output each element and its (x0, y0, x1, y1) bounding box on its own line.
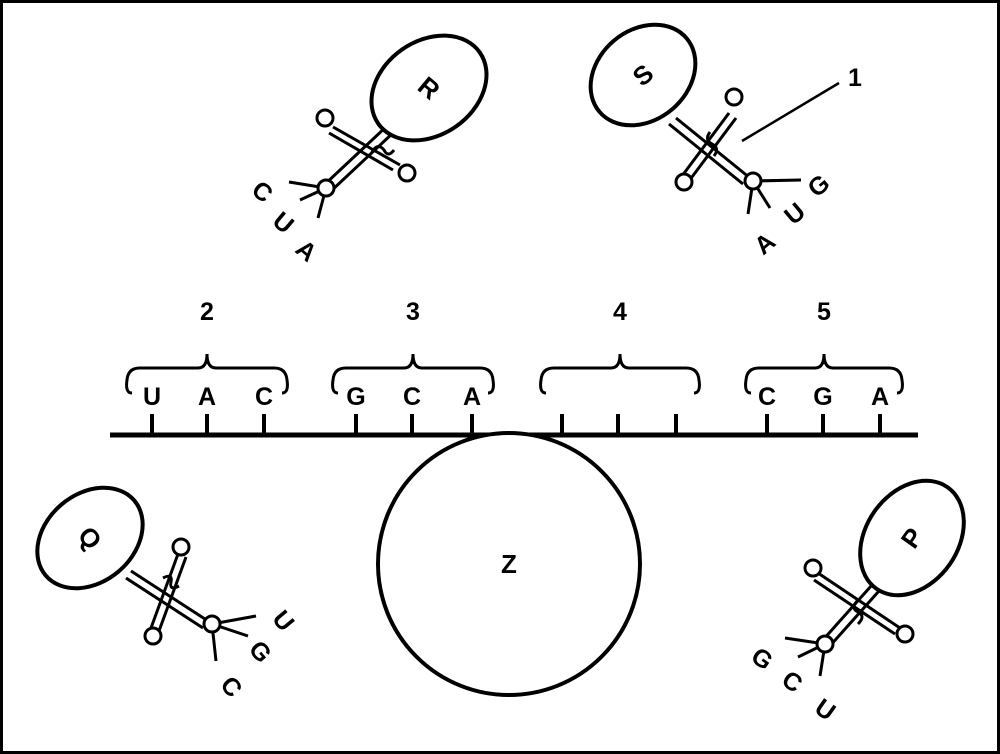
ribosome-z: Z (376, 431, 642, 697)
codon-3: G C A 3 (331, 298, 495, 435)
codon-5: C G A 5 (744, 298, 904, 435)
trna-s-body (588, 22, 698, 128)
codon-2-base-3: C (255, 383, 273, 411)
trna-p-body (858, 478, 966, 598)
codon-5-base-1: C (758, 383, 776, 411)
pointer-line (741, 81, 840, 143)
codon-5-base-3: A (871, 383, 889, 411)
codon-2: U A C 2 (125, 298, 289, 435)
trna-p-structure (784, 558, 915, 677)
codon-3-base-1: G (346, 383, 365, 411)
codon-5-number: 5 (817, 298, 831, 326)
pointer-label: 1 (848, 64, 862, 92)
codon-2-brace (125, 353, 289, 395)
codon-3-brace (331, 353, 495, 395)
codon-2-base-1: U (143, 383, 161, 411)
trna-r-body (369, 33, 489, 143)
codon-4-number: 4 (613, 298, 627, 326)
trna-s-structure (668, 87, 802, 215)
codon-4: 4 (539, 298, 701, 435)
codon-5-brace (744, 353, 904, 395)
codon-3-number: 3 (406, 298, 420, 326)
codon-2-number: 2 (200, 298, 214, 326)
codon-3-base-2: C (403, 383, 421, 411)
codon-4-brace (539, 353, 701, 395)
ribosome-circle (376, 431, 642, 697)
codon-5-base-2: G (813, 383, 832, 411)
codon-2-base-2: A (198, 383, 216, 411)
codon-3-base-3: A (463, 383, 481, 411)
trna-q-structure (125, 537, 257, 662)
trna-q-body (35, 485, 145, 591)
mrna-strand: U A C 2 G C A 3 4 (110, 298, 918, 438)
trna-r: R C U A (246, 33, 489, 268)
ribosome-label: Z (501, 549, 517, 579)
trna-r-structure (288, 108, 417, 219)
